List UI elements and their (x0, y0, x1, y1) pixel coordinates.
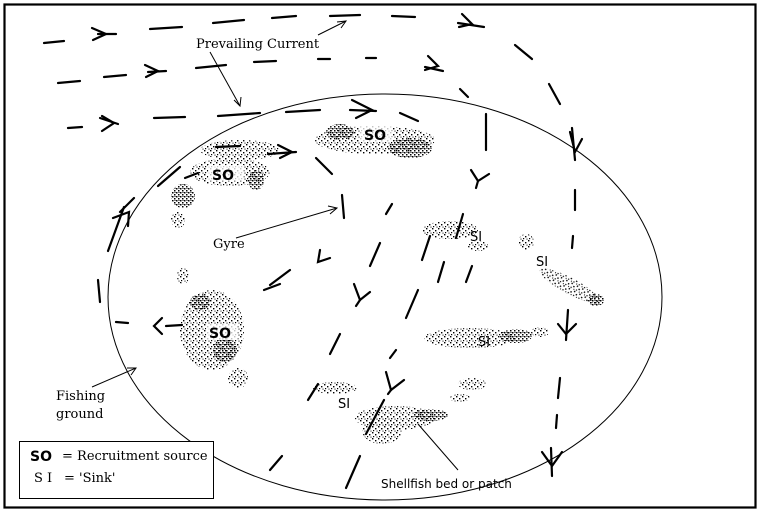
gyre-label: Gyre (213, 237, 245, 252)
arrowhead-icon (457, 12, 475, 29)
arrowhead-icon (100, 114, 117, 133)
pointer-arrowhead-icon (127, 367, 137, 376)
legend-symbol-si: S I (34, 471, 52, 486)
arrowhead-icon (90, 26, 109, 42)
arrowhead-icon (111, 210, 131, 228)
arrowhead-icon (152, 316, 164, 336)
legend: SO = Recruitment source S I = 'Sink' (19, 441, 214, 499)
shellfish-bed-label: Shellfish bed or patch (381, 477, 512, 491)
arrowhead-icon (352, 282, 372, 302)
label-gyre: Gyre (213, 205, 339, 252)
legend-symbol-so: SO (30, 449, 52, 465)
patch-si-bottom (313, 378, 486, 444)
arrowhead-icon (568, 130, 584, 156)
arrowhead-icon (350, 98, 375, 120)
fishing-ground-label-line2: ground (56, 407, 103, 422)
label-fishing-ground: Fishing ground (56, 367, 137, 422)
label-prevailing-current: Prevailing Current (196, 20, 348, 108)
fishing-ground-label-line1: Fishing (56, 389, 105, 404)
patch-label-so-left: SO (209, 326, 231, 342)
current-row-2 (56, 54, 491, 284)
patch-si-middle (424, 327, 549, 348)
arrowhead-icon (423, 54, 441, 72)
patch-label-so-top-center: SO (364, 128, 386, 144)
arrowhead-icon (276, 143, 295, 160)
current-row-3 (66, 98, 420, 133)
southward-flow-lines (268, 202, 578, 490)
arrowhead-icon (469, 168, 491, 183)
patch-label-si-right: SI (536, 255, 548, 270)
current-row-1 (42, 12, 584, 250)
shellfish-patches (171, 124, 604, 444)
patch-label-si-center: SI (470, 230, 482, 245)
arrowhead-icon (384, 370, 406, 392)
pointer-arrowhead-icon (233, 96, 242, 108)
patch-si-center (422, 221, 488, 251)
legend-text-so: = Recruitment source (62, 449, 208, 464)
legend-box (19, 441, 214, 499)
prevailing-current-label: Prevailing Current (196, 37, 320, 52)
label-shellfish-bed: Shellfish bed or patch (381, 423, 512, 491)
arrowhead-icon (143, 63, 161, 79)
patch-label-si-middle: SI (478, 335, 490, 350)
legend-text-si: = 'Sink' (64, 471, 116, 486)
diagram-frame (3, 3, 757, 509)
prevailing-current-arrows (42, 12, 584, 284)
patch-label-so-top-left: SO (212, 168, 234, 184)
arrowhead-icon (540, 450, 564, 468)
pointer-arrowhead-icon (336, 20, 348, 29)
patch-so-top-left (171, 140, 280, 228)
patch-si-right (518, 234, 604, 306)
arrowhead-icon (316, 248, 332, 264)
pointer-arrowhead-icon (327, 205, 339, 215)
arrowhead-icon (556, 322, 578, 336)
fishing-ground-boundary (107, 93, 663, 501)
patch-label-si-bottom: SI (338, 397, 350, 412)
